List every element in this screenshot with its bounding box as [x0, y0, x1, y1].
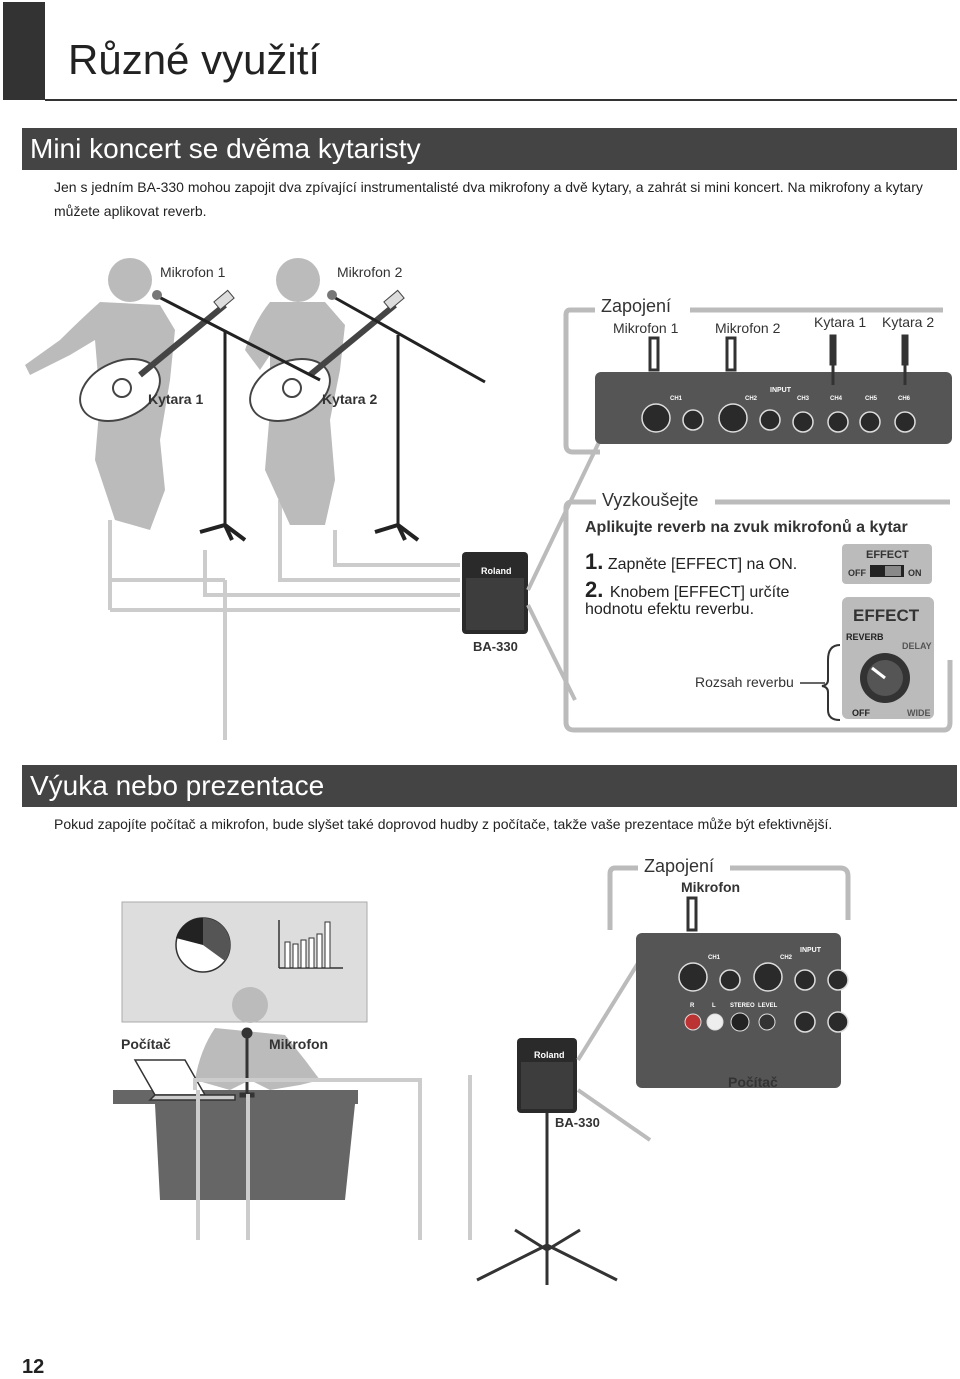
speaker-brand: Roland [481, 566, 512, 576]
svg-text:OFF: OFF [852, 708, 870, 718]
svg-text:CH2: CH2 [745, 396, 758, 402]
tryit-title: Vyzkoušejte [596, 490, 705, 511]
svg-text:CH6: CH6 [898, 396, 911, 402]
svg-text:EFFECT: EFFECT [866, 549, 909, 561]
label-mic2: Mikrofon 2 [337, 264, 403, 280]
svg-text:EFFECT: EFFECT [853, 606, 920, 625]
conn1-input-guitar1: Kytara 1 [814, 314, 867, 330]
section2-intro: Pokud zapojíte počítač a mikrofon, bude … [54, 816, 833, 832]
svg-text:L: L [712, 1003, 716, 1009]
conn1-input-guitar2: Kytara 2 [882, 314, 935, 330]
effect-knob-icon: EFFECT REVERB DELAY OFF WIDE [842, 597, 934, 719]
bar-chart-icon [278, 920, 343, 969]
pie-chart-icon [175, 917, 231, 973]
mic-stand-2-icon [327, 290, 486, 542]
svg-text:INPUT: INPUT [800, 947, 822, 954]
tripod-stand-icon [476, 1113, 618, 1285]
svg-text:LEVEL: LEVEL [758, 1003, 778, 1009]
plug-icon-mic [686, 896, 698, 932]
label-computer: Počítač [121, 1036, 171, 1052]
step-2-text: Knobem [EFFECT] určíte hodnotu efektu re… [585, 584, 790, 618]
ba330-speaker-icon-2: Roland [517, 1038, 577, 1113]
svg-text:STEREO: STEREO [730, 1003, 755, 1009]
svg-text:CH1: CH1 [670, 396, 683, 402]
tryit-step-1: 1. Zapněte [EFFECT] na ON. [585, 549, 797, 575]
label-mic1: Mikrofon 1 [160, 264, 226, 280]
step-2-number: 2. [585, 577, 604, 602]
plug-icons [648, 334, 909, 385]
title-accent-bar [3, 2, 45, 100]
svg-text:CH2: CH2 [780, 955, 793, 961]
section-heading-presentation: Výuka nebo prezentace [22, 765, 957, 807]
input-panel-1: INPUT CH1 CH2 CH3 CH4 CH5 CH6 [595, 372, 952, 444]
presenter-silhouette [195, 987, 320, 1090]
svg-text:CH3: CH3 [797, 396, 810, 402]
connection-title-1: Zapojení [595, 296, 678, 317]
title-underline [45, 99, 957, 101]
laptop-icon [133, 1059, 236, 1101]
section-heading-mini-concert: Mini koncert se dvěma kytaristy [22, 128, 957, 170]
svg-text:OFF: OFF [848, 568, 866, 578]
ba330-speaker-icon: Roland [462, 552, 528, 634]
svg-text:CH4: CH4 [830, 396, 843, 402]
label-speaker-2: BA-330 [555, 1115, 600, 1130]
tryit-step-2: 2. Knobem [EFFECT] určíte hodnotu efektu… [585, 579, 815, 619]
conn1-input-mic2: Mikrofon 2 [715, 320, 781, 336]
mic-stand-icon [239, 1027, 255, 1098]
page-title: Různé využití [68, 36, 321, 83]
svg-text:REVERB: REVERB [846, 632, 884, 642]
page-number: 12 [22, 1356, 45, 1378]
section1-intro: Jen s jedním BA-330 mohou zapojit dva zp… [54, 179, 923, 219]
table-icon [113, 1090, 358, 1200]
label-speaker: BA-330 [473, 639, 518, 654]
svg-text:R: R [690, 1003, 695, 1009]
presentation-illustration: Roland BA-330 INPUT CH1 CH2 R [113, 865, 851, 1285]
label-guitar1: Kytara 1 [148, 391, 203, 407]
svg-text:CH1: CH1 [708, 955, 721, 961]
reverb-range-label: Rozsah reverbu [695, 674, 794, 690]
connection-title-2: Zapojení [638, 856, 721, 877]
tryit-subtitle: Aplikujte reverb na zvuk mikrofonů a kyt… [585, 519, 908, 536]
svg-text:INPUT: INPUT [770, 387, 792, 394]
effect-switch-icon: EFFECT OFF ON [842, 544, 932, 584]
svg-text:DELAY: DELAY [902, 641, 932, 651]
label-mic: Mikrofon [269, 1036, 329, 1052]
svg-text:WIDE: WIDE [907, 708, 931, 718]
guitar-1-icon [79, 289, 235, 422]
speaker-brand-2: Roland [534, 1050, 565, 1060]
step-1-number: 1. [585, 549, 604, 574]
label-guitar2: Kytara 2 [322, 391, 377, 407]
input-panel-2: INPUT CH1 CH2 R L STEREO LEVEL [636, 933, 849, 1088]
svg-text:CH5: CH5 [865, 396, 878, 402]
mic-stand-1-icon [152, 290, 321, 542]
conn2-input-computer: Počítač [728, 1074, 778, 1090]
conn1-input-mic1: Mikrofon 1 [613, 320, 679, 336]
step-1-text: Zapněte [EFFECT] na ON. [607, 556, 798, 573]
svg-text:ON: ON [908, 568, 922, 578]
mini-concert-illustration: Mikrofon 1 Mikrofon 2 Kytara 1 Kytara 2 … [25, 258, 953, 740]
conn2-input-mic: Mikrofon [681, 879, 741, 895]
